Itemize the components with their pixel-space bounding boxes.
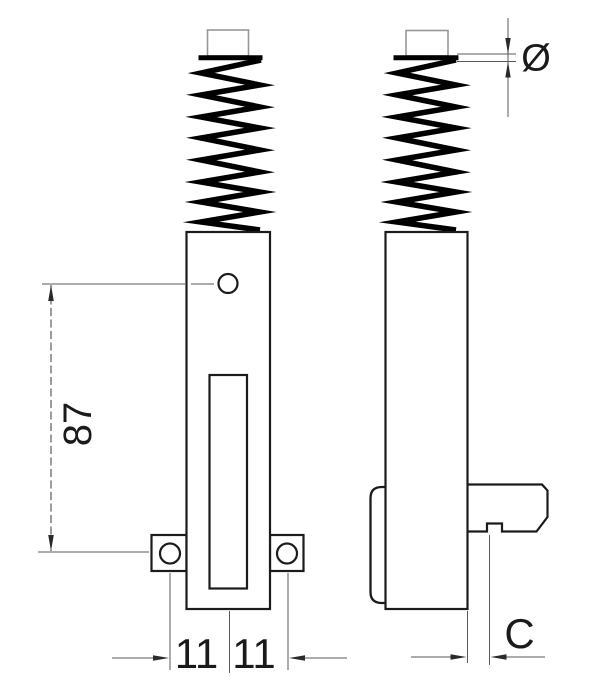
side-body — [384, 230, 469, 611]
front-view — [150, 29, 305, 611]
dimension-11-11: 11 11 — [112, 573, 347, 677]
side-plunger-cap — [405, 29, 449, 57]
side-latch-tongue — [467, 483, 549, 533]
dim-c-arrow-right — [490, 654, 507, 660]
dim-dia-label: Ø — [521, 37, 551, 79]
front-plunger-cap — [206, 29, 250, 57]
dim-11-right-label: 11 — [232, 630, 276, 677]
front-tab-hole-left — [158, 542, 182, 565]
dim-11-arrow-right — [289, 655, 305, 661]
dim-87-arrow-down — [48, 535, 54, 551]
dim-87-label: 87 — [56, 402, 100, 447]
dim-87-arrow-up — [48, 285, 54, 301]
front-slot — [208, 373, 249, 590]
front-body-hole — [217, 272, 239, 295]
dimension-diameter: Ø — [457, 18, 551, 117]
dimension-87: 87 — [38, 283, 214, 553]
dim-11-left-label: 11 — [175, 630, 219, 677]
side-view — [369, 29, 549, 611]
dimension-c: C — [411, 535, 545, 665]
dim-c-arrow-left — [450, 654, 467, 660]
side-spring — [378, 57, 473, 233]
dim-11-arrow-left — [153, 655, 169, 661]
dim-dia-arrow-up — [505, 61, 511, 78]
front-spring — [182, 57, 277, 233]
dim-c-label: C — [504, 610, 534, 657]
dim-dia-arrow-down — [505, 38, 511, 54]
front-tab-hole-right — [275, 542, 299, 565]
side-buffer-pad — [369, 485, 387, 605]
